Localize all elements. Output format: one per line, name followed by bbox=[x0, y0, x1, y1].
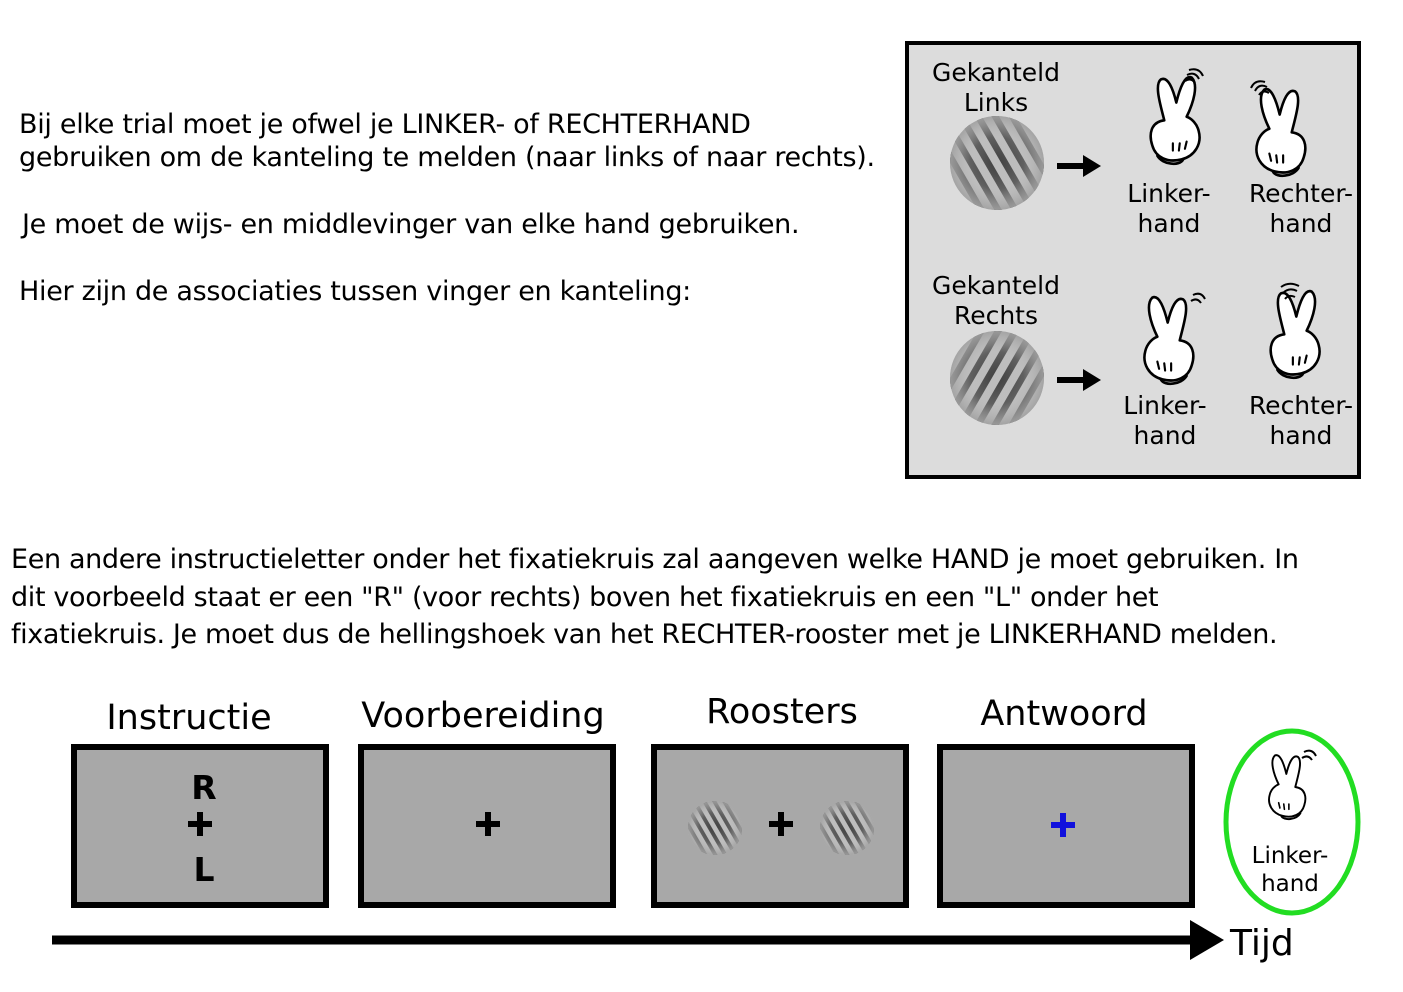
explanation-line-1: Een andere instructieletter onder het fi… bbox=[11, 544, 1299, 575]
arrow-right-icon bbox=[1057, 369, 1101, 391]
label-line: hand bbox=[1269, 421, 1333, 450]
fixation-cross bbox=[188, 812, 212, 836]
instruction-letter-bottom: L bbox=[193, 850, 215, 889]
stage-title-preparation: Voorbereiding bbox=[361, 696, 605, 736]
fixation-cross-blue bbox=[1051, 813, 1075, 837]
grating-right-tilt bbox=[950, 331, 1044, 425]
instruction-paragraph-3: Hier zijn de associaties tussen vinger e… bbox=[19, 276, 691, 307]
label-line: Linker- bbox=[1251, 843, 1329, 869]
legend-row2-left-hand-label: Linker- hand bbox=[1105, 391, 1225, 451]
label-line: Linker- bbox=[1123, 391, 1207, 420]
legend-row2-title-line1: Gekanteld bbox=[932, 271, 1060, 300]
legend-row2-right-hand-label: Rechter- hand bbox=[1239, 391, 1363, 451]
hand-icon bbox=[1135, 68, 1204, 171]
hand-icon bbox=[1250, 80, 1321, 183]
legend-row2-title: Gekanteld Rechts bbox=[921, 271, 1071, 331]
label-line: hand bbox=[1133, 421, 1197, 450]
screen-instruction: R L bbox=[71, 744, 329, 908]
screen-preparation bbox=[358, 744, 616, 908]
instruction-paragraph-2: Je moet de wijs- en middlevinger van elk… bbox=[22, 209, 800, 240]
fixation-cross bbox=[476, 812, 500, 836]
stage-title-instruction: Instructie bbox=[106, 698, 272, 738]
finger-tilt-legend: Gekanteld Links Linker- hand Rechter- ha… bbox=[905, 41, 1361, 479]
arrow-right-icon bbox=[1057, 155, 1101, 177]
instruction-paragraph-1: Bij elke trial moet je ofwel je LINKER- … bbox=[19, 109, 875, 173]
stage-title-response: Antwoord bbox=[980, 694, 1148, 734]
fixation-cross bbox=[769, 812, 793, 836]
time-axis-label: Tijd bbox=[1230, 923, 1294, 964]
label-line: Rechter- bbox=[1248, 391, 1354, 420]
hand-icon bbox=[1262, 749, 1317, 838]
grating-right bbox=[820, 801, 874, 855]
legend-row2-title-line2: Rechts bbox=[953, 301, 1039, 330]
response-hand-label: Linker- hand bbox=[1230, 842, 1350, 898]
legend-row1-right-hand-label: Rechter- hand bbox=[1239, 179, 1363, 239]
hand-icon bbox=[1135, 292, 1206, 391]
grating-left-tilt bbox=[950, 116, 1044, 210]
legend-row1-title-line1: Gekanteld bbox=[932, 58, 1060, 87]
label-line: hand bbox=[1137, 209, 1201, 238]
label-line: Rechter- bbox=[1248, 179, 1354, 208]
instruction-text: Bij elke trial moet je ofwel je LINKER- … bbox=[19, 108, 879, 342]
grating-left bbox=[688, 801, 742, 855]
explanation-line-3: fixatiekruis. Je moet dus de hellingshoe… bbox=[11, 619, 1278, 650]
legend-row1-title-line2: Links bbox=[963, 88, 1029, 117]
screen-gratings bbox=[651, 744, 909, 908]
legend-row1-left-hand-label: Linker- hand bbox=[1109, 179, 1229, 239]
label-line: Linker- bbox=[1127, 179, 1211, 208]
stage-title-gratings: Roosters bbox=[706, 692, 858, 732]
screen-response bbox=[937, 744, 1195, 908]
explanation-text: Een andere instructieletter onder het fi… bbox=[11, 541, 1396, 654]
instruction-letter-top: R bbox=[191, 768, 217, 807]
label-line: hand bbox=[1261, 871, 1319, 897]
hand-icon bbox=[1255, 282, 1329, 385]
explanation-line-2: dit voorbeeld staat er een "R" (voor rec… bbox=[11, 581, 1159, 613]
label-line: hand bbox=[1269, 209, 1333, 238]
legend-row1-title: Gekanteld Links bbox=[921, 58, 1071, 118]
